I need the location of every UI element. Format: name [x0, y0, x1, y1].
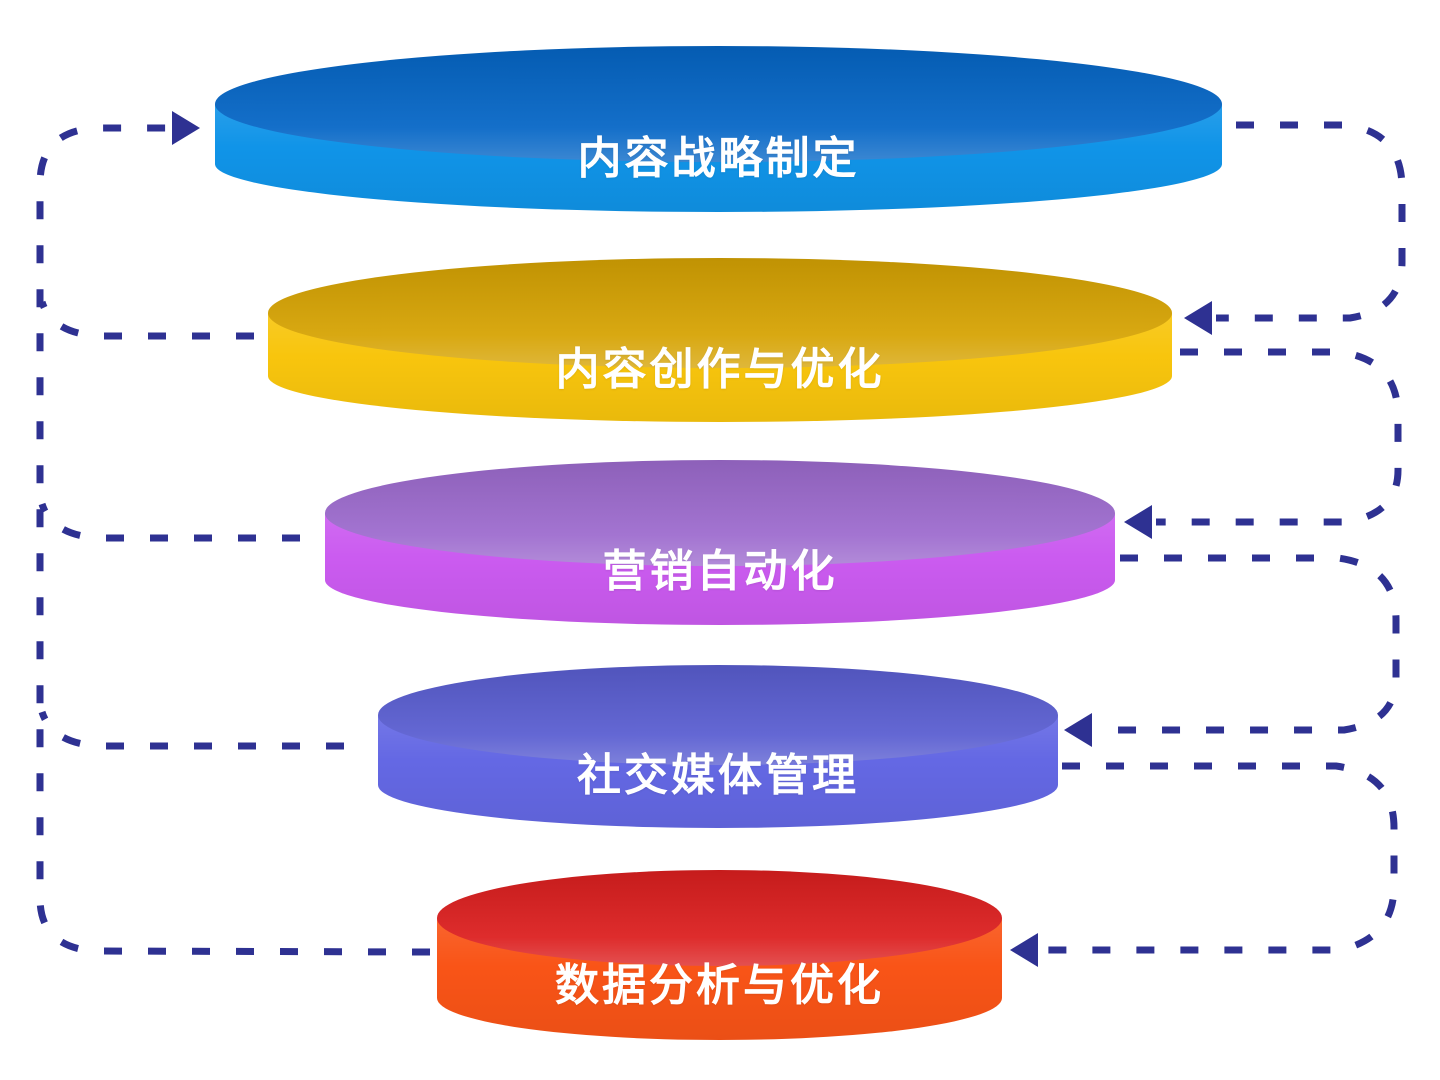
cylinder-top-face [325, 460, 1115, 566]
cylinder-top-face [378, 665, 1058, 765]
funnel-layer-content-strategy: 内容战略制定 [215, 46, 1222, 212]
layer-label: 内容创作与优化 [555, 344, 885, 394]
arrowhead-into-layer1-icon [172, 111, 200, 145]
arrowhead-into-layer2-icon [1184, 301, 1212, 335]
arrow-path-layer4-to-layer5 [1042, 762, 1398, 954]
arrowhead-into-layer5-icon [1010, 933, 1038, 967]
arrow-path-layer2-to-layer3 [1156, 348, 1402, 526]
cylinder-top-face [437, 870, 1002, 966]
arrow-path-branch-layer4 [38, 710, 344, 750]
arrow-path-branch-layer2 [38, 300, 254, 340]
arrow-path-branch-layer3 [38, 502, 300, 542]
layer-label: 数据分析与优化 [555, 960, 884, 1010]
arrowhead-into-layer3-icon [1124, 505, 1152, 539]
arrow-path-layer1-to-layer2 [1216, 121, 1406, 322]
funnel-layer-marketing-automation: 营销自动化 [325, 460, 1115, 625]
arrow-path-layer3-to-layer4 [1096, 554, 1400, 734]
cylinder-top-face [268, 258, 1172, 368]
funnel-layer-content-creation: 内容创作与优化 [268, 258, 1172, 422]
layer-label: 营销自动化 [602, 547, 838, 597]
layer-label: 内容战略制定 [577, 133, 860, 183]
arrowhead-into-layer4-icon [1064, 713, 1092, 747]
arrow-path-feedback-left [36, 124, 431, 956]
funnel-layer-data-analysis: 数据分析与优化 [437, 870, 1002, 1040]
funnel-layer-social-media: 社交媒体管理 [378, 665, 1058, 828]
layer-label: 社交媒体管理 [577, 750, 859, 800]
cylinder-top-face [215, 46, 1222, 162]
